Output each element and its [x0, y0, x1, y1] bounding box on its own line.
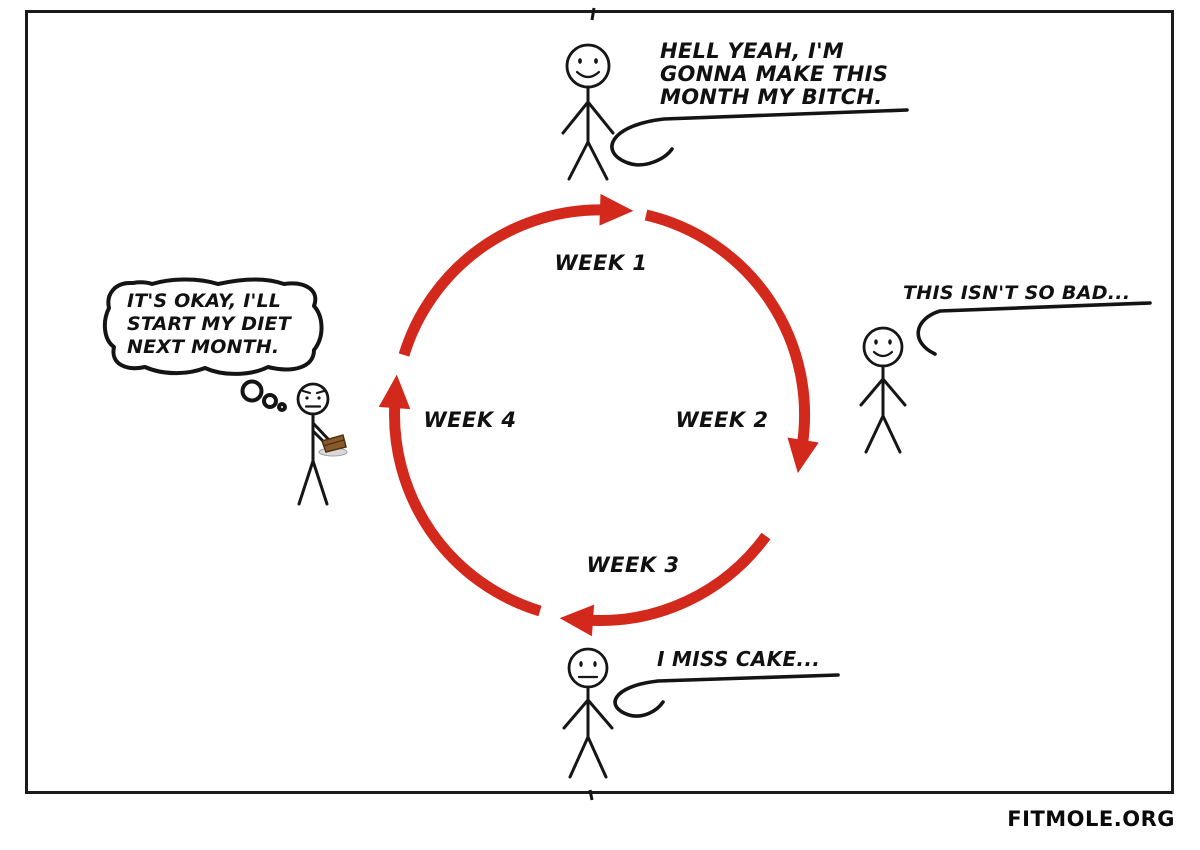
eye — [578, 58, 582, 64]
speech-line: GONNA MAKE THIS — [660, 62, 889, 86]
speech-line: HELL YEAH, I'M — [660, 39, 845, 63]
label-week1: WEEK 1 — [554, 251, 648, 275]
head — [565, 43, 611, 89]
speech-top-text: HELL YEAH, I'M GONNA MAKE THIS MONTH MY … — [660, 40, 940, 109]
arc-week2 — [644, 209, 819, 474]
smile-mouth — [575, 70, 601, 79]
stick-figure-top-excited — [561, 43, 615, 181]
eye — [594, 58, 598, 64]
arc-week1 — [398, 193, 634, 357]
eye — [579, 661, 583, 667]
head — [567, 647, 609, 689]
thought-bubble — [102, 277, 324, 412]
cycle-arrows — [378, 193, 819, 637]
stick-figure-left-eating-cake — [296, 382, 348, 506]
thought-line: NEXT MONTH. — [127, 336, 280, 358]
frame-tick-marks — [588, 7, 596, 801]
eye — [888, 339, 892, 345]
speech-tail-bottom — [613, 673, 840, 718]
stick-figure-bottom-glum — [562, 647, 614, 779]
label-week3: WEEK 3 — [586, 553, 680, 577]
thought-dot-large — [240, 379, 264, 403]
speech-bottom-text: I MISS CAKE... — [657, 647, 821, 671]
thought-line: START MY DIET — [127, 313, 291, 335]
arc-week4 — [378, 374, 542, 617]
smile-mouth — [872, 350, 894, 358]
eye — [305, 396, 309, 400]
eyebrow — [315, 389, 326, 395]
head — [862, 326, 904, 368]
speech-tail-right — [916, 301, 1152, 356]
speech-connectors — [610, 108, 1152, 718]
stick-figure-right-content — [859, 326, 907, 454]
eye — [874, 339, 878, 345]
thought-text: IT'S OKAY, I'LL START MY DIET NEXT MONTH… — [127, 290, 317, 359]
eye — [593, 661, 597, 667]
speech-right-text: THIS ISN'T SO BAD... — [903, 282, 1131, 304]
thought-bubble-outline — [102, 277, 324, 376]
watermark: FITMOLE.ORG — [1007, 807, 1175, 831]
label-week2: WEEK 2 — [675, 408, 769, 432]
speech-line: MONTH MY BITCH. — [660, 85, 883, 109]
label-week4: WEEK 4 — [423, 408, 517, 432]
eye — [317, 396, 321, 400]
thought-dot-small — [277, 402, 287, 412]
speech-tail-top — [610, 108, 909, 167]
thought-dot-medium — [262, 393, 278, 409]
eyebrow — [301, 389, 312, 395]
head — [296, 382, 330, 416]
comic-frame-border — [25, 10, 1174, 794]
thought-line: IT'S OKAY, I'LL — [127, 290, 282, 312]
arc-week3 — [559, 532, 771, 637]
cake-slice-icon — [318, 434, 348, 457]
